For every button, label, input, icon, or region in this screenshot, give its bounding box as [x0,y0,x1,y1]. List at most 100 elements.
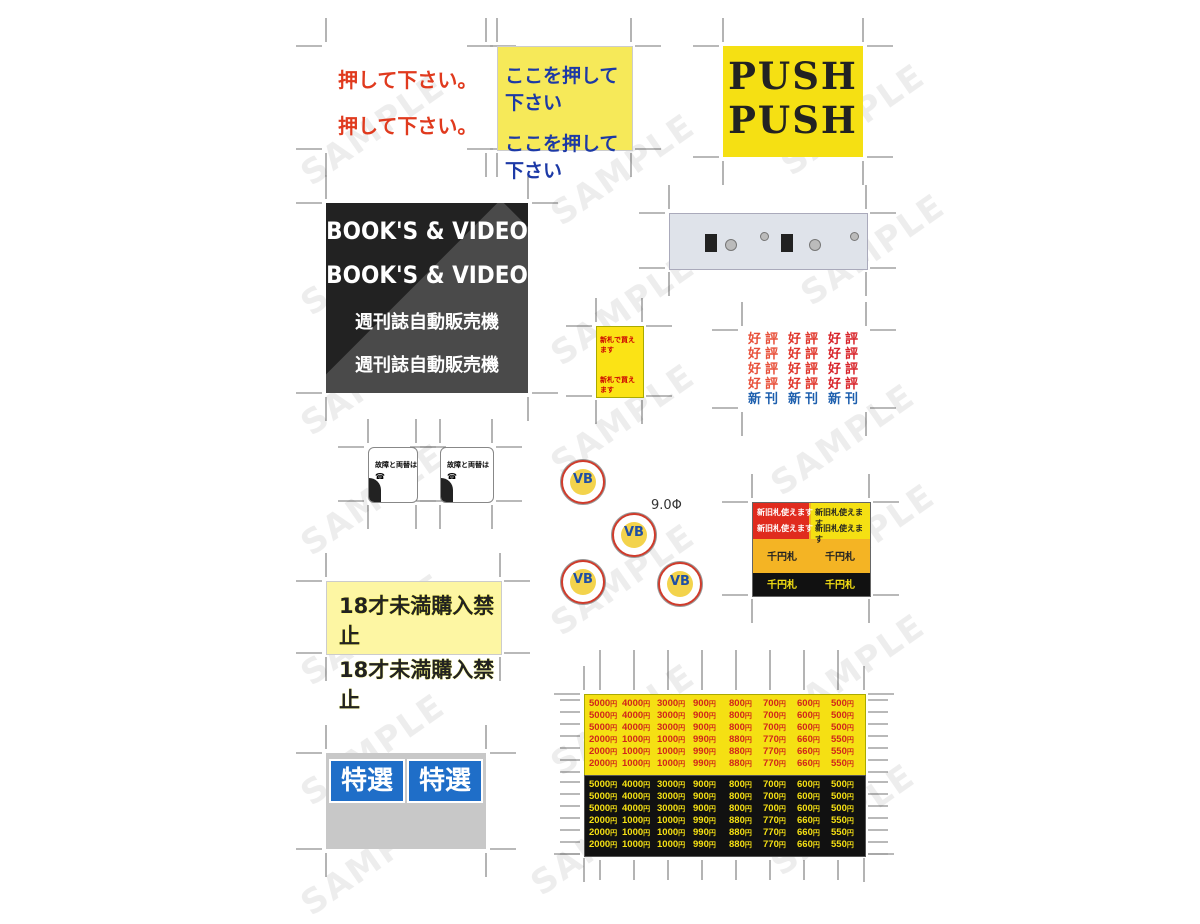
kouhyou-koh: 好 [748,347,762,362]
bill-sen-3: 千円札 [767,580,797,591]
price-cell: 500円 [831,803,861,816]
price-cell: 1000円 [622,746,657,759]
price-unit: 円 [846,806,854,813]
phone-icon: ☎ [375,472,385,481]
age-line-1: 18才未満購入禁止 [339,594,495,648]
price-unit: 円 [643,818,651,825]
price-cell: 1000円 [622,734,657,747]
price-cell: 2000円 [589,758,622,771]
price-cell: 600円 [797,791,831,804]
price-value: 700 [763,779,779,790]
price-cell: 5000円 [589,779,622,792]
price-value: 3000 [657,710,679,721]
bill-top-1: 新旧札使えます [757,508,813,517]
price-cell: 2000円 [589,815,622,828]
price-value: 660 [797,734,813,745]
price-unit: 円 [812,782,820,789]
plate-screw [850,232,859,241]
price-unit: 円 [708,842,716,849]
kouhyou-hyou: 評 [845,377,859,392]
shinkan-shin: 新 [788,392,802,407]
bill-yellow-block [811,503,870,539]
price-value: 770 [763,746,779,757]
price-cell: 5000円 [589,710,622,723]
repair-title: 故障と両替は [375,461,417,469]
price-value: 800 [729,698,745,709]
price-value: 1000 [622,839,644,850]
kouhyou-hyou: 評 [765,347,779,362]
price-cell: 990円 [693,827,729,840]
price-cell: 880円 [729,827,763,840]
price-cell: 880円 [729,746,763,759]
price-unit: 円 [678,806,686,813]
price-value: 550 [831,746,847,757]
price-unit: 円 [643,806,651,813]
price-unit: 円 [678,842,686,849]
price-cell: 800円 [729,791,763,804]
price-unit: 円 [610,842,618,849]
price-value: 660 [797,827,813,838]
diameter-label: 9.0Φ [651,498,682,513]
price-cell: 550円 [831,746,861,759]
price-cell: 3000円 [657,722,693,735]
bill-sen-1: 千円札 [767,552,797,563]
price-unit: 円 [778,830,786,837]
price-unit: 円 [610,749,618,756]
bill-top-2: 新旧札使えます [757,524,813,533]
price-value: 1000 [657,839,679,850]
price-unit: 円 [610,725,618,732]
shinkan-shin: 新 [748,392,762,407]
price-cell: 700円 [763,779,797,792]
price-unit: 円 [708,806,716,813]
vb-badge-core [570,569,596,595]
price-unit: 円 [708,749,716,756]
price-value: 700 [763,710,779,721]
price-unit: 円 [708,701,716,708]
vb-badge-text: VB [624,525,644,540]
price-cell: 500円 [831,698,861,711]
bill-black-block [753,573,870,596]
kouhyou-hyou: 評 [765,332,779,347]
tokusen-label-2: 特選 [407,759,483,803]
price-value: 5000 [589,722,611,733]
price-value: 500 [831,803,847,814]
push-here-panel: ここを押して下さい ここを押して下さい [497,46,633,182]
price-cell: 3000円 [657,791,693,804]
price-cell: 700円 [763,791,797,804]
price-unit: 円 [610,761,618,768]
price-unit: 円 [744,737,752,744]
price-value: 900 [693,710,709,721]
price-unit: 円 [678,761,686,768]
new-bill-line-1: 新札で買えます [600,336,635,354]
price-value: 660 [797,815,813,826]
price-cell: 1000円 [622,815,657,828]
price-cell: 800円 [729,722,763,735]
price-unit: 円 [610,713,618,720]
price-cell: 1000円 [657,758,693,771]
new-bill-line-2: 新札で買えます [600,376,635,394]
price-unit: 円 [778,725,786,732]
bill-sen-4: 千円札 [825,580,855,591]
kouhyou-koh: 好 [788,377,802,392]
kouhyou-hyou: 評 [805,377,819,392]
price-unit: 円 [643,794,651,801]
tokusen-panel: 特選 特選 [326,753,486,849]
vb-badge-core [570,469,596,495]
price-unit: 円 [846,725,854,732]
price-value: 880 [729,827,745,838]
kouhyou-koh: 好 [788,332,802,347]
price-value: 700 [763,698,779,709]
price-value: 770 [763,839,779,850]
price-cell: 770円 [763,734,797,747]
price-value: 880 [729,815,745,826]
bill-sen-2: 千円札 [825,552,855,563]
kouhyou-hyou: 評 [805,362,819,377]
price-value: 700 [763,791,779,802]
price-unit: 円 [778,713,786,720]
price-unit: 円 [678,701,686,708]
book-line-4: 週刊誌自動販売機 [355,355,499,376]
bill-top-4: 新旧札使えます [815,524,863,544]
price-unit: 円 [846,737,854,744]
price-unit: 円 [744,794,752,801]
